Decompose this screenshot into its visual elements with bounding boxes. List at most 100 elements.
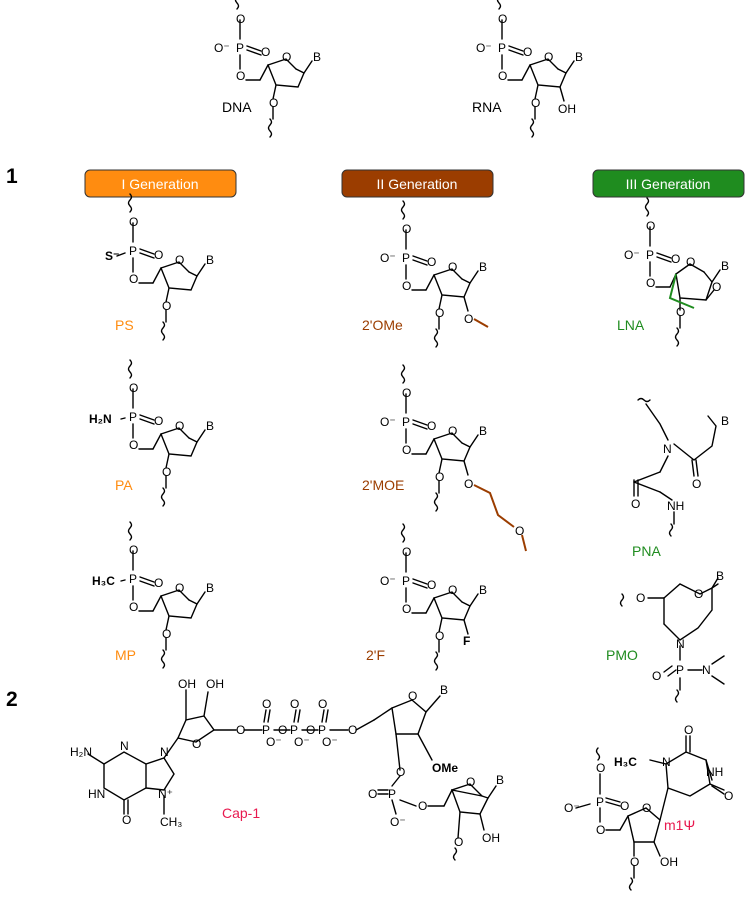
svg-text:O: O (684, 723, 693, 737)
svg-text:I Generation: I Generation (121, 176, 198, 192)
rna-structure: O O⁻ P O O O B O OH (476, 0, 583, 138)
pa-label: PA (115, 477, 133, 493)
m1psi-structure: O O⁻ P O O O O OH H₃C N O NH O (564, 723, 733, 891)
svg-text:O: O (427, 578, 436, 592)
svg-text:O: O (278, 723, 287, 737)
svg-text:O⁻: O⁻ (476, 41, 492, 55)
svg-text:OMe: OMe (432, 761, 458, 775)
svg-text:O⁻: O⁻ (214, 41, 230, 55)
svg-text:O: O (515, 524, 524, 538)
svg-text:P: P (646, 248, 654, 262)
svg-text:O: O (620, 799, 629, 813)
f2-label: 2'F (366, 647, 385, 663)
svg-text:O: O (290, 697, 299, 711)
svg-text:O⁻: O⁻ (624, 248, 640, 262)
svg-text:P: P (388, 787, 396, 801)
svg-text:P: P (498, 41, 506, 55)
svg-text:O: O (236, 69, 245, 83)
mp-label: MP (115, 647, 136, 663)
svg-text:O: O (427, 255, 436, 269)
svg-text:P: P (676, 663, 684, 677)
ome-label: 2'OMe (362, 317, 403, 333)
svg-text:F: F (463, 634, 470, 648)
svg-text:B: B (721, 414, 729, 428)
svg-text:O: O (676, 305, 685, 319)
svg-text:B: B (206, 581, 214, 595)
lna-structure: O O⁻ P O O O B O O (624, 197, 729, 347)
svg-text:O: O (454, 835, 463, 849)
svg-text:O: O (402, 602, 411, 616)
svg-text:P: P (129, 410, 137, 424)
svg-text:O: O (175, 419, 184, 433)
svg-text:O: O (129, 438, 138, 452)
svg-text:B: B (716, 569, 724, 583)
svg-text:O: O (631, 497, 640, 511)
moe-label: 2'MOE (362, 477, 404, 493)
ps-structure: O S⁻ P O O O B O (105, 193, 214, 341)
svg-text:HN: HN (88, 787, 105, 801)
svg-text:O: O (318, 697, 327, 711)
svg-text:O: O (435, 470, 444, 484)
gen2-header: II Generation (341, 169, 494, 198)
svg-text:O: O (498, 69, 507, 83)
svg-text:O: O (262, 697, 271, 711)
svg-text:O: O (435, 629, 444, 643)
svg-text:S⁻: S⁻ (105, 249, 119, 263)
svg-text:III Generation: III Generation (626, 176, 711, 192)
svg-text:O: O (646, 219, 655, 233)
svg-text:O: O (402, 222, 411, 236)
svg-text:N: N (662, 755, 671, 769)
svg-text:O: O (427, 419, 436, 433)
svg-text:O: O (694, 587, 703, 601)
svg-text:O: O (686, 255, 695, 269)
ps-label: PS (115, 317, 134, 333)
section-number-1: 1 (6, 165, 18, 188)
svg-text:O: O (402, 545, 411, 559)
svg-text:O: O (129, 381, 138, 395)
svg-text:O: O (712, 280, 721, 294)
svg-text:O: O (642, 801, 651, 815)
ome-structure: O O⁻ P O O O B O O (380, 200, 489, 348)
svg-text:B: B (721, 259, 729, 273)
svg-text:O: O (129, 543, 138, 557)
svg-text:B: B (496, 773, 504, 787)
svg-text:OH: OH (206, 677, 224, 691)
svg-text:O: O (154, 414, 163, 428)
svg-text:B: B (479, 424, 487, 438)
svg-text:O: O (464, 477, 473, 491)
f2-structure: O O⁻ P O O O B O F (380, 523, 487, 671)
svg-text:O⁻: O⁻ (390, 815, 406, 829)
dna-label: DNA (222, 99, 252, 115)
svg-text:O: O (192, 737, 201, 751)
m1psi-label: m1Ψ (664, 817, 695, 833)
svg-text:P: P (236, 41, 244, 55)
svg-text:O: O (652, 669, 661, 683)
svg-text:O: O (306, 723, 315, 737)
svg-text:B: B (206, 253, 214, 267)
svg-text:B: B (575, 50, 583, 64)
svg-text:O⁻: O⁻ (322, 735, 338, 749)
svg-text:O: O (282, 50, 291, 64)
svg-text:O⁻: O⁻ (564, 801, 580, 815)
svg-text:O: O (175, 581, 184, 595)
svg-text:H₂N: H₂N (70, 745, 92, 759)
svg-text:O: O (162, 465, 171, 479)
svg-text:O: O (348, 723, 357, 737)
svg-text:O⁻: O⁻ (380, 415, 396, 429)
svg-text:O: O (269, 96, 278, 110)
svg-text:O: O (236, 723, 245, 737)
svg-text:N: N (120, 739, 129, 753)
svg-text:N: N (676, 637, 685, 651)
svg-text:O: O (402, 443, 411, 457)
svg-text:B: B (479, 260, 487, 274)
svg-text:B: B (313, 50, 321, 64)
svg-text:P: P (129, 572, 137, 586)
pna-label: PNA (632, 543, 661, 559)
svg-text:O: O (544, 50, 553, 64)
svg-text:O⁻: O⁻ (380, 574, 396, 588)
svg-text:O: O (154, 576, 163, 590)
gen3-header: III Generation (592, 169, 745, 198)
cap1-label: Cap-1 (222, 805, 260, 821)
svg-text:OH: OH (660, 855, 678, 869)
